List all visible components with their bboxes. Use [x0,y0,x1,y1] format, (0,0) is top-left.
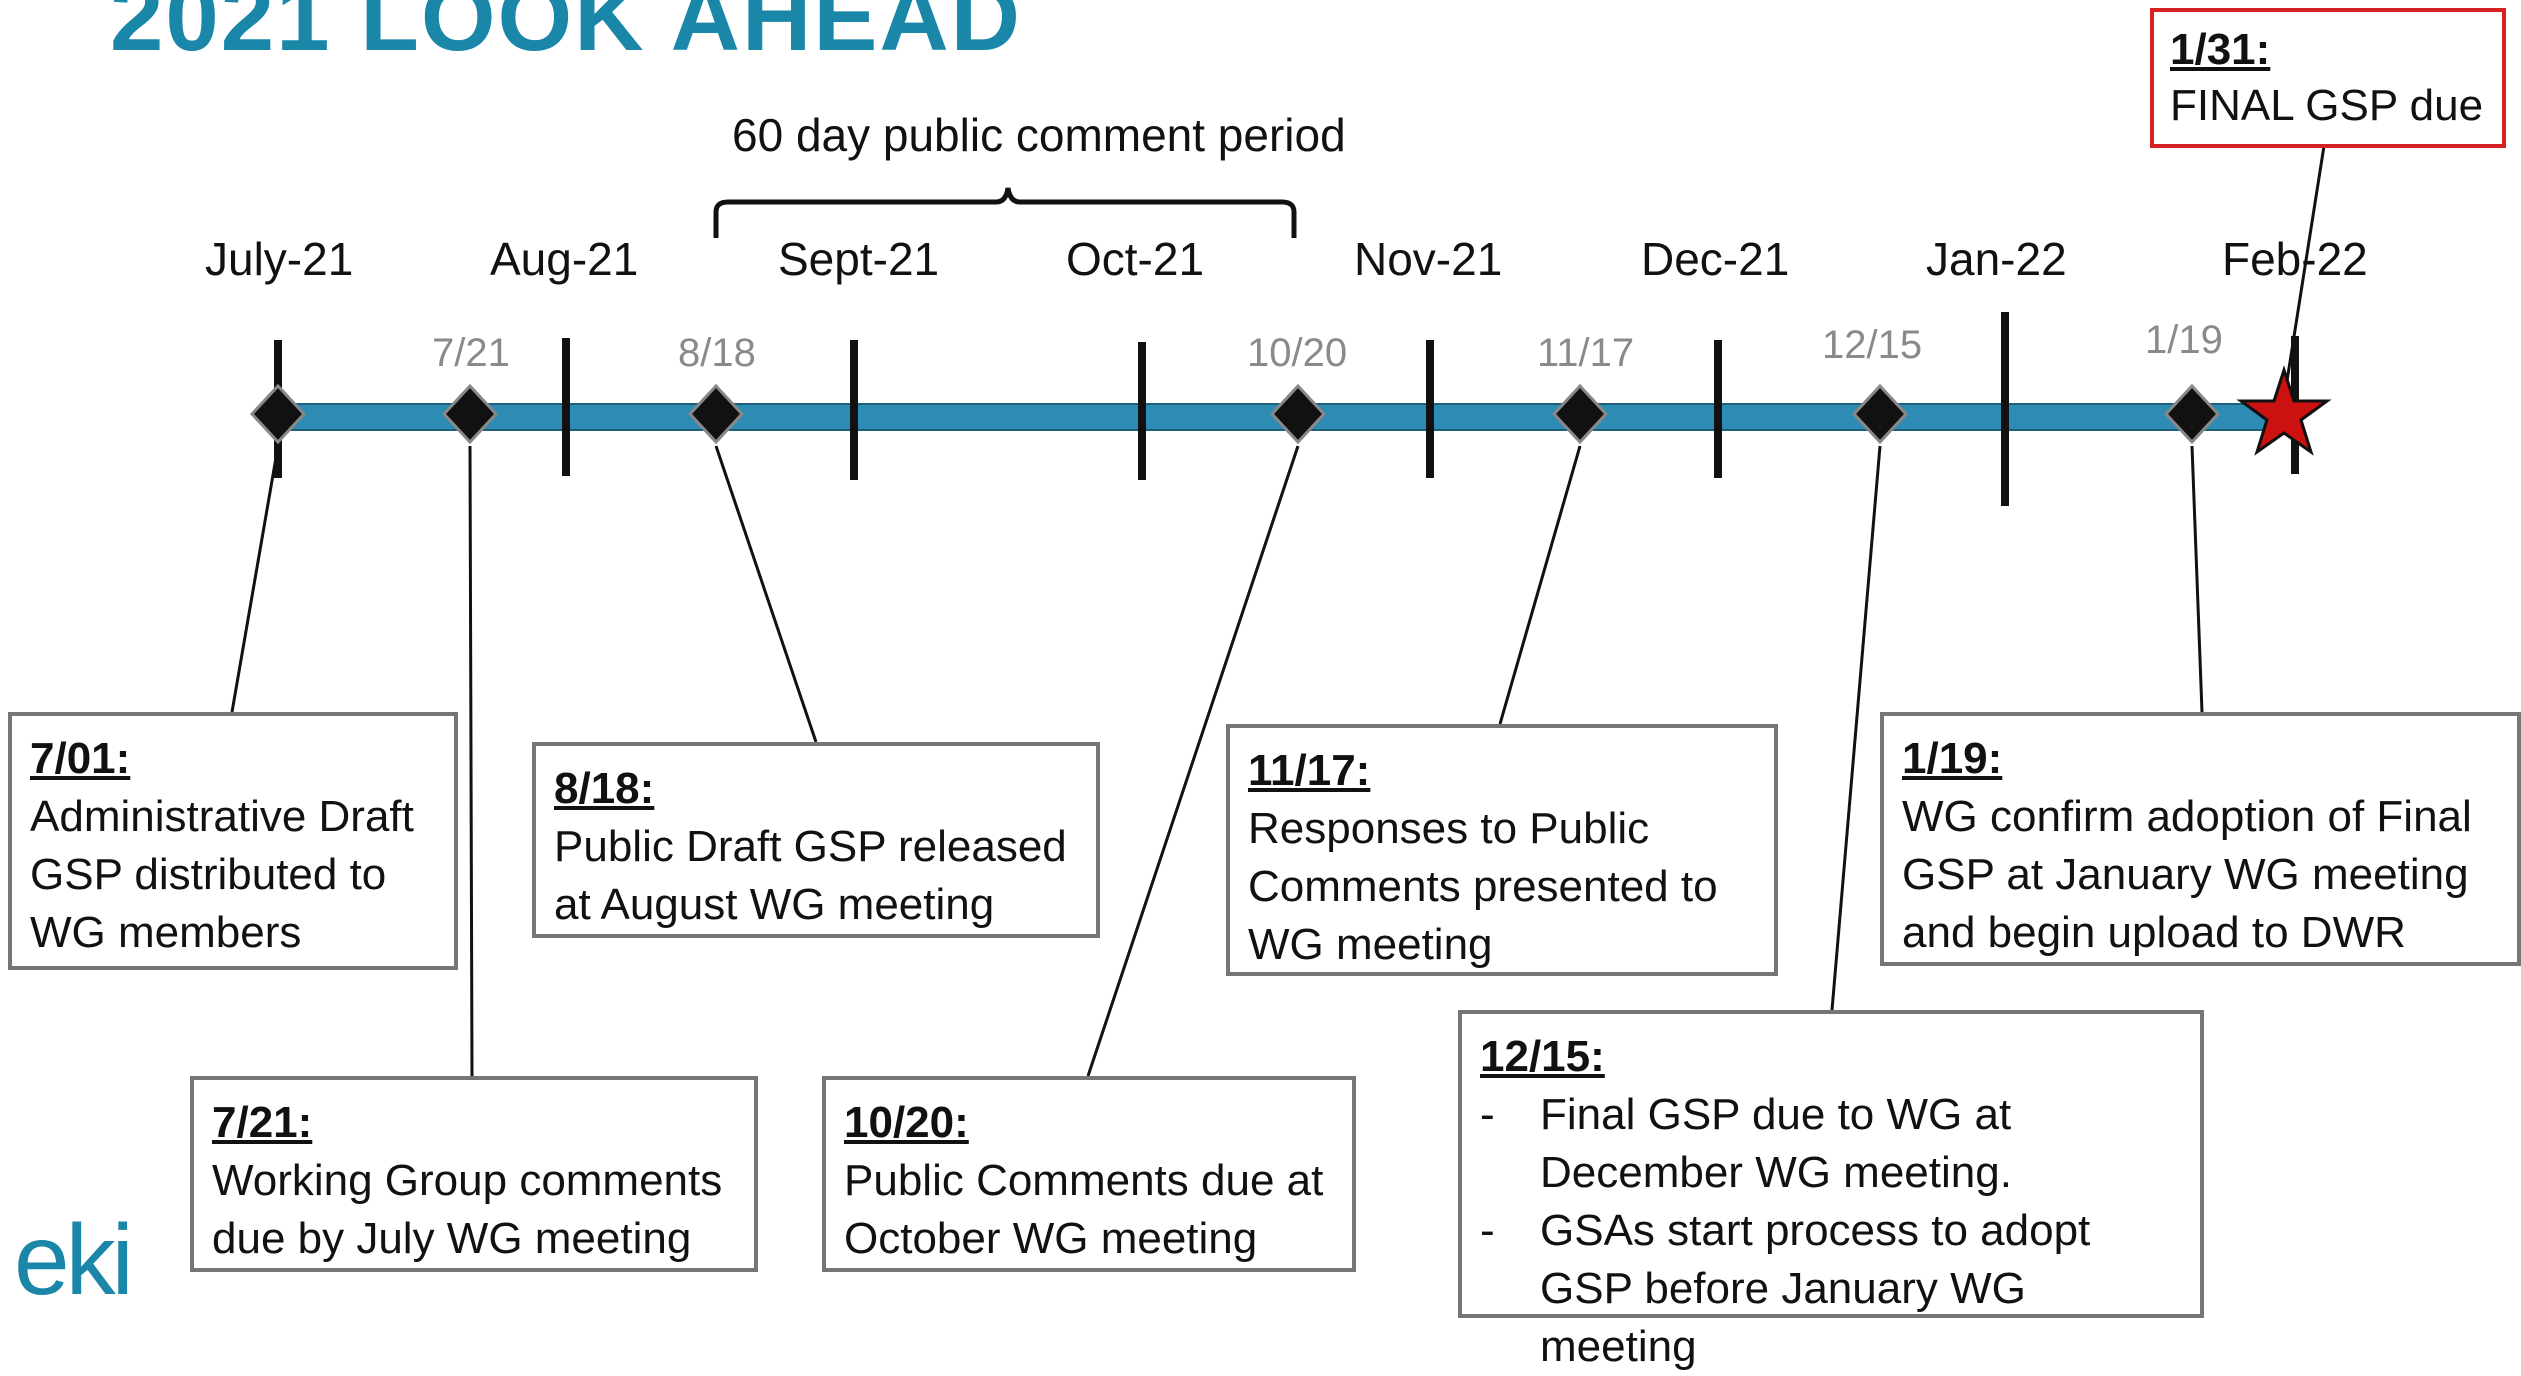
milestone-box-heading: 12/15: [1480,1032,1605,1081]
month-label: Feb-22 [2222,233,2368,285]
milestone-box-list-item: GSAs start process to adopt GSP before J… [1480,1202,2182,1376]
month-label: Jan-22 [1926,233,2067,285]
milestone-diamond [249,383,307,445]
milestone-date-label: 8/18 [678,331,756,375]
milestone-box-list-item: Final GSP due to WG at December WG meeti… [1480,1086,2182,1202]
final-star-icon [2236,365,2332,456]
milestone-box-text: WG confirm adoption of Final GSP at Janu… [1902,792,2472,957]
connector-line [2282,145,2326,401]
connector-line [714,445,818,743]
milestone-date-label: 11/17 [1537,331,1635,375]
milestone-diamond [1551,383,1609,445]
timeline-diagram [230,145,2332,1077]
milestone-box-text: Responses to Public Comments presented t… [1248,804,1718,969]
connector-line [230,445,280,713]
connector-line [1498,445,1582,725]
milestone-date-label: 7/21 [432,331,510,375]
milestone-date-label: 10/20 [1247,331,1348,375]
milestone-box-7-01: 7/01: Administrative Draft GSP distribut… [8,712,458,970]
page-title: 2021 LOOK AHEAD [110,0,1022,71]
milestone-box-heading: 8/18: [554,764,655,813]
month-label: July-21 [205,233,354,285]
milestone-box-heading: 7/01: [30,734,131,783]
milestone-box-text: Administrative Draft GSP distributed to … [30,792,414,957]
connector-line [2190,445,2204,713]
milestone-box-text: Public Draft GSP released at August WG m… [554,822,1067,929]
milestone-box-12-15: 12/15: Final GSP due to WG at December W… [1458,1010,2204,1371]
milestone-box-text: Public Comments due at October WG meetin… [844,1156,1324,1263]
milestone-box-heading: 7/21: [212,1098,313,1147]
milestone-diamond [441,383,499,445]
comment-period-brace [713,187,1297,238]
final-gsp-box: 1/31: FINAL GSP due [2150,8,2506,148]
milestone-box-11-17: 11/17: Responses to Public Comments pres… [1226,724,1778,976]
month-label: Nov-21 [1354,233,1503,285]
milestone-diamond [2163,383,2221,445]
milestone-box-10-20: 10/20: Public Comments due at October WG… [822,1076,1356,1272]
connector-line [1830,445,1882,1011]
milestone-box-1-19: 1/19: WG confirm adoption of Final GSP a… [1880,712,2521,966]
milestone-diamond [687,383,745,445]
milestone-diamond [1269,383,1327,445]
milestone-box-7-21: 7/21: Working Group comments due by July… [190,1076,758,1272]
month-label: Aug-21 [490,233,639,285]
month-label: Oct-21 [1066,233,1205,285]
milestone-date-label: 12/15 [1822,323,1923,367]
milestone-box-heading: 1/31: [2170,25,2271,74]
eki-logo: eki [14,1204,134,1316]
connector-line [1086,445,1300,1077]
month-label: Dec-21 [1641,233,1790,285]
milestone-box-heading: 1/19: [1902,734,2003,783]
milestone-date-label: 1/19 [2145,318,2223,362]
milestone-box-heading: 11/17: [1248,746,1371,795]
milestone-box-8-18: 8/18: Public Draft GSP released at Augus… [532,742,1100,938]
milestone-box-text: Working Group comments due by July WG me… [212,1156,723,1263]
comment-period-label: 60 day public comment period [732,109,1346,161]
milestone-box-list: Final GSP due to WG at December WG meeti… [1480,1086,2182,1376]
month-label: Sept-21 [778,233,940,285]
milestone-diamond [1851,383,1909,445]
milestone-box-text: FINAL GSP due [2170,81,2484,130]
connector-line [468,445,474,1077]
milestone-box-heading: 10/20: [844,1098,969,1147]
